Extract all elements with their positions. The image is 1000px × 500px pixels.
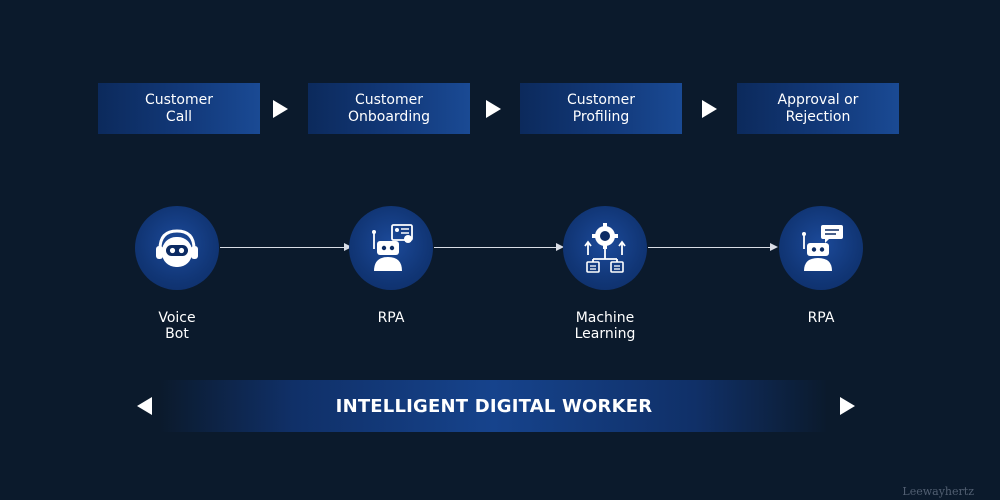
gear-network-icon	[584, 223, 626, 273]
arrow-head-icon	[770, 243, 778, 251]
step-approval-or-rejection: Approval or Rejection	[737, 83, 899, 134]
arrow-right-icon	[486, 100, 501, 118]
node-label-rpa: RPA	[377, 310, 405, 326]
arrow-right-icon	[702, 100, 717, 118]
flow-connector	[220, 247, 348, 248]
intelligent-digital-worker-banner: INTELLIGENT DIGITAL WORKER	[160, 380, 828, 432]
headset-robot-icon	[156, 229, 198, 267]
step-customer-call: Customer Call	[98, 83, 260, 134]
rpa-node-final	[779, 206, 863, 290]
node-label-voice-bot: Voice Bot	[158, 310, 196, 342]
flow-connector	[648, 247, 774, 248]
arrow-left-icon	[137, 397, 152, 415]
step-customer-onboarding: Customer Onboarding	[308, 83, 470, 134]
robot-document-icon	[372, 224, 413, 271]
arrow-head-icon	[556, 243, 564, 251]
step-label: Customer Call	[144, 91, 213, 125]
voice-bot-node	[135, 206, 219, 290]
rpa-node	[349, 206, 433, 290]
step-customer-profiling: Customer Profiling	[520, 83, 682, 134]
robot-chat-icon	[802, 225, 843, 271]
flow-connector	[434, 247, 560, 248]
arrow-head-icon	[344, 243, 352, 251]
arrow-right-icon	[273, 100, 288, 118]
watermark: Leewayhertz	[902, 485, 974, 498]
arrow-right-icon	[840, 397, 855, 415]
step-label: Customer Profiling	[566, 91, 635, 125]
machine-learning-node	[563, 206, 647, 290]
step-label: Customer Onboarding	[348, 91, 430, 125]
step-label: Approval or Rejection	[777, 91, 859, 125]
node-label-machine-learning: Machine Learning	[574, 310, 636, 342]
banner-text: INTELLIGENT DIGITAL WORKER	[335, 395, 653, 417]
node-label-rpa-final: RPA	[807, 310, 835, 326]
